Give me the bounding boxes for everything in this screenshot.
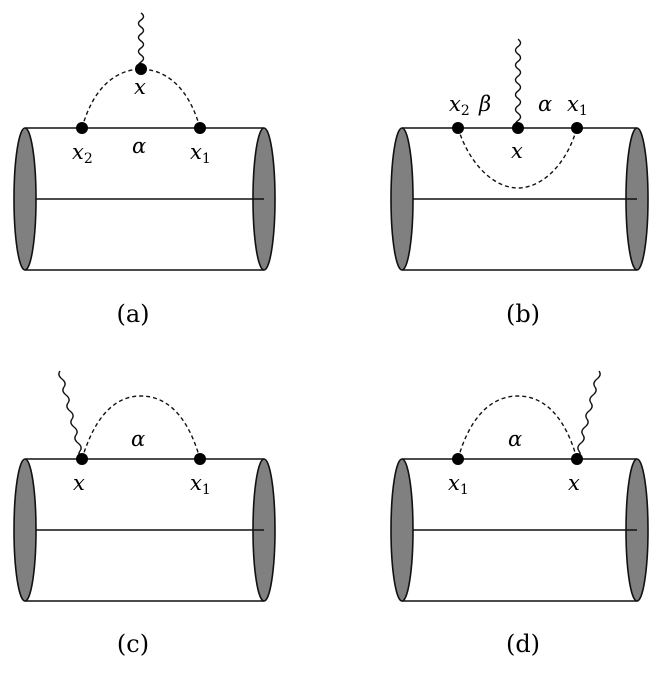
- vertex-dot: [452, 453, 464, 465]
- label-beta: β: [478, 92, 491, 116]
- vertex-dot: [135, 63, 147, 75]
- photon-wavy-line: [137, 12, 145, 70]
- label-alpha: α: [132, 134, 146, 158]
- label-x1: x1: [190, 140, 211, 167]
- propagator-dashed-arc: [457, 127, 578, 189]
- cylinder-left-cap: [13, 458, 37, 602]
- cylinder-a: [13, 127, 276, 271]
- panel-b: x2 β α x1 x (b): [390, 38, 649, 328]
- cylinder-b: [390, 127, 649, 271]
- vertex-dot: [571, 453, 583, 465]
- vertex-dot: [512, 122, 524, 134]
- propagator-dashed-arc: [81, 68, 201, 129]
- propagator-dashed-arc: [81, 395, 201, 460]
- label-x: x: [511, 139, 523, 163]
- label-x2: x2: [449, 92, 470, 119]
- panel-a: x2 α x1 x (a): [13, 12, 276, 328]
- cylinder-left-cap: [13, 127, 37, 271]
- cylinder-left-cap: [390, 127, 414, 271]
- photon-wavy-line: [514, 38, 522, 129]
- propagator-dashed-arc: [457, 395, 578, 460]
- photon-wavy-line: [58, 370, 83, 460]
- label-alpha: α: [538, 92, 552, 116]
- cylinder-left-cap: [390, 458, 414, 602]
- caption-b: (b): [506, 300, 540, 328]
- vertex-dot: [194, 453, 206, 465]
- caption-a: (a): [116, 300, 149, 328]
- label-x2: x2: [72, 140, 93, 167]
- label-x1: x1: [190, 471, 211, 498]
- cylinder-c: [13, 458, 276, 602]
- panel-c: α x x1 (c): [13, 370, 276, 658]
- label-x: x: [73, 471, 85, 495]
- caption-c: (c): [117, 630, 149, 658]
- label-x1: x1: [567, 92, 588, 119]
- photon-wavy-line: [576, 370, 601, 460]
- vertex-dot: [571, 122, 583, 134]
- label-x1: x1: [448, 471, 469, 498]
- vertex-dot: [194, 122, 206, 134]
- label-alpha: α: [508, 427, 522, 451]
- label-alpha: α: [131, 427, 145, 451]
- vertex-dot: [76, 122, 88, 134]
- vertex-dot: [76, 453, 88, 465]
- label-x: x: [134, 75, 146, 99]
- cylinder-d: [390, 458, 649, 602]
- panel-d: α x1 x (d): [390, 370, 649, 658]
- label-x: x: [568, 471, 580, 495]
- caption-d: (d): [506, 630, 540, 658]
- vertex-dot: [452, 122, 464, 134]
